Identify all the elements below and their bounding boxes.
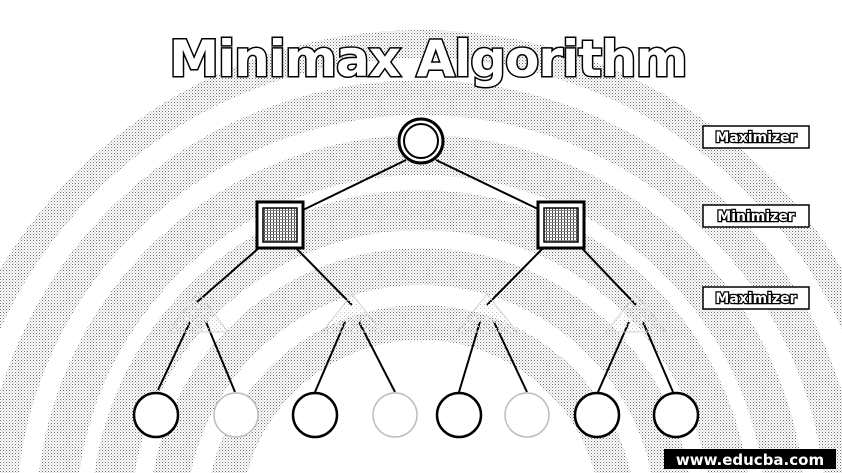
watermark-text: www.educba.com xyxy=(676,451,824,469)
level-label-text-2: Minimizer xyxy=(717,209,795,225)
level-label-1: Maximizer xyxy=(702,125,810,149)
edge-max-1-leaf-1 xyxy=(157,321,191,391)
leaf-node-7 xyxy=(573,391,621,439)
watermark: www.educba.com xyxy=(664,449,836,469)
tree-edges xyxy=(157,159,674,393)
edge-min-right-max-4 xyxy=(573,239,637,306)
max-triangle-nodes xyxy=(167,291,668,333)
max-node-2 xyxy=(320,293,384,333)
leaf-node-3 xyxy=(291,391,339,439)
edge-max-4-leaf-7 xyxy=(597,321,630,393)
page-title: Minimax Algorithm xyxy=(169,30,687,88)
edge-max-3-leaf-5 xyxy=(458,321,481,393)
max-node-3 xyxy=(455,293,519,333)
edge-max-2-leaf-3 xyxy=(314,321,346,393)
max-node-1 xyxy=(167,291,229,333)
edge-min-left-max-1 xyxy=(196,239,269,303)
level-label-2: Minimizer xyxy=(702,204,810,228)
edge-max-2-leaf-4 xyxy=(358,321,396,393)
edge-max-4-leaf-8 xyxy=(642,321,674,393)
min-node-left xyxy=(255,200,305,250)
leaf-nodes xyxy=(132,391,700,439)
level-label-3: Maximizer xyxy=(702,286,810,310)
edge-min-right-max-3 xyxy=(486,243,548,306)
root-node-maximizer xyxy=(397,117,445,165)
level-label-text-3: Maximizer xyxy=(715,291,796,307)
min-node-right xyxy=(536,200,586,250)
leaf-node-5 xyxy=(435,391,483,439)
leaf-node-8 xyxy=(652,391,700,439)
edge-max-1-leaf-2 xyxy=(205,321,236,393)
edge-root-min-right xyxy=(435,159,541,211)
edge-root-min-left xyxy=(302,159,407,211)
leaf-node-6 xyxy=(504,392,550,438)
leaf-node-2 xyxy=(213,392,259,438)
leaf-node-4 xyxy=(372,392,418,438)
max-node-4 xyxy=(604,293,668,333)
leaf-node-1 xyxy=(132,391,180,439)
edge-max-3-leaf-6 xyxy=(493,321,528,393)
level-label-text-1: Maximizer xyxy=(715,130,796,146)
edge-min-left-max-2 xyxy=(291,243,353,306)
